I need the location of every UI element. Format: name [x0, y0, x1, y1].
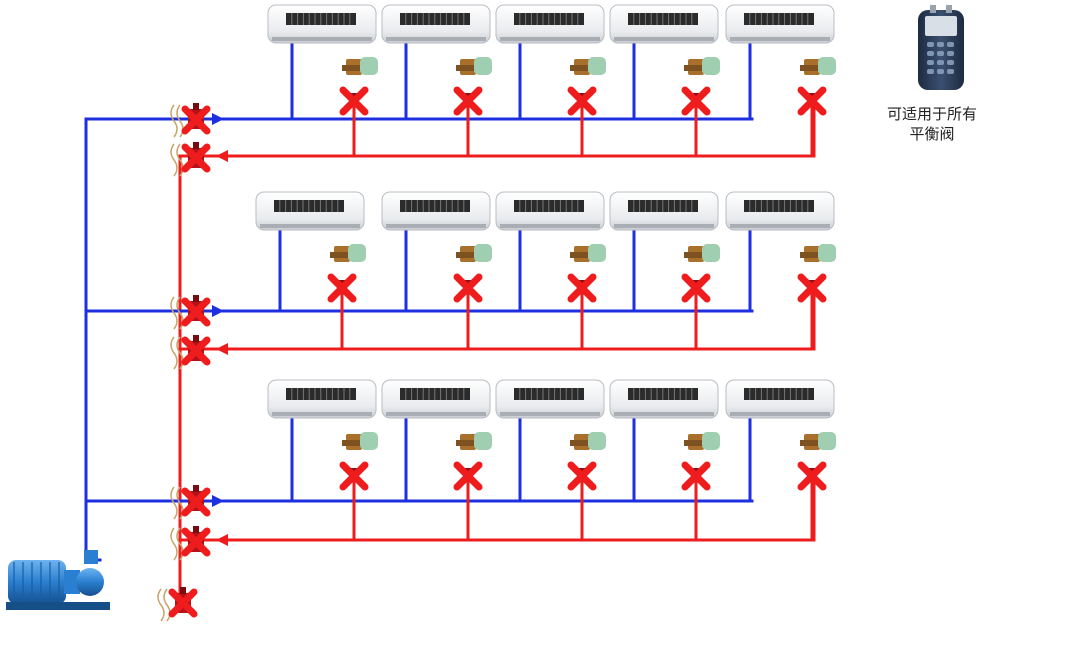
floor-1-fan-5-valve-x [797, 86, 827, 116]
floor-3-fan-5-valve-x [797, 461, 827, 491]
floor-2-fan-1-valve-x [327, 273, 357, 303]
floor-2-fan-2-control-valve [456, 244, 492, 290]
floor-1-fan-coil-2 [381, 4, 491, 44]
floor-2-fan-coil-3 [495, 191, 605, 231]
floor-2-supply-arrow [212, 305, 224, 317]
floor-3-fan-coil-5 [725, 379, 835, 419]
floor-2-fan-2-valve-x [453, 273, 483, 303]
floor-1-fan-coil-3 [495, 4, 605, 44]
actuator [588, 57, 606, 75]
floor-3-return-valve-x [181, 527, 211, 557]
floor-1-fan-2-valve-x [453, 86, 483, 116]
floor-3-fan-coil-1 [267, 379, 377, 419]
floor-1-fan-2-control-valve [456, 57, 492, 103]
floor-2-fan-4-valve-x [681, 273, 711, 303]
caption-line-2: 平衡阀 [909, 125, 955, 143]
actuator [702, 57, 720, 75]
actuator [360, 57, 378, 75]
floor-2-fan-coil-5 [725, 191, 835, 231]
floor-3-return-arrow [216, 534, 228, 546]
floor-1-supply-valve-x [181, 105, 211, 135]
floor-3-fan-coil-4 [609, 379, 719, 419]
floor-2-return-valve-x [181, 336, 211, 366]
floor-3-fan-3-valve-x [567, 461, 597, 491]
valve-marks [168, 86, 827, 618]
floor-3-fan-coil-3 [495, 379, 605, 419]
floor-1-fan-1-control-valve [342, 57, 378, 103]
floor-1-fan-3-valve-x [567, 86, 597, 116]
floor-1-fan-coil-5 [725, 4, 835, 44]
floor-1-fan-4-valve-x [681, 86, 711, 116]
floor-2-fan-coil-4 [609, 191, 719, 231]
floor-1-fan-coil-4 [609, 4, 719, 44]
floor-1-fan-coil-1 [267, 4, 377, 44]
floor-3-fan-4-valve-x [681, 461, 711, 491]
floor-3-supply-arrow [212, 495, 224, 507]
actuator [588, 244, 606, 262]
floor-3-fan-1-valve-x [339, 461, 369, 491]
floor-1-return-valve-x [181, 143, 211, 173]
floor-2-fan-coil-2 [381, 191, 491, 231]
floor-2-return-arrow [216, 343, 228, 355]
actuator [474, 244, 492, 262]
actuator [818, 432, 836, 450]
floor-3-fan-2-valve-x [453, 461, 483, 491]
caption-line-1: 可适用于所有 [886, 105, 977, 123]
floor-1-return-arrow [216, 150, 228, 162]
main-return-valve-x [168, 588, 198, 618]
floor-1-fan-1-valve-x [339, 86, 369, 116]
actuator [348, 244, 366, 262]
floor-3-fan-coil-2 [381, 379, 491, 419]
actuator [818, 244, 836, 262]
floor-3-fan-3-control-valve [570, 432, 606, 478]
actuator [702, 432, 720, 450]
floor-3-supply-valve-x [181, 487, 211, 517]
floor-2-fan-coil-1 [255, 191, 365, 231]
floor-2-fan-3-valve-x [567, 273, 597, 303]
balancing-meter-icon [918, 5, 964, 90]
floor-2-supply-valve-x [181, 297, 211, 327]
actuator [474, 432, 492, 450]
floor-1-supply-arrow [212, 113, 224, 125]
caption: 可适用于所有 平衡阀 [862, 104, 1002, 144]
circulation-pump [6, 550, 110, 610]
actuator [474, 57, 492, 75]
actuator [588, 432, 606, 450]
actuator [360, 432, 378, 450]
actuator [818, 57, 836, 75]
actuator [702, 244, 720, 262]
floor-2-fan-5-valve-x [797, 273, 827, 303]
